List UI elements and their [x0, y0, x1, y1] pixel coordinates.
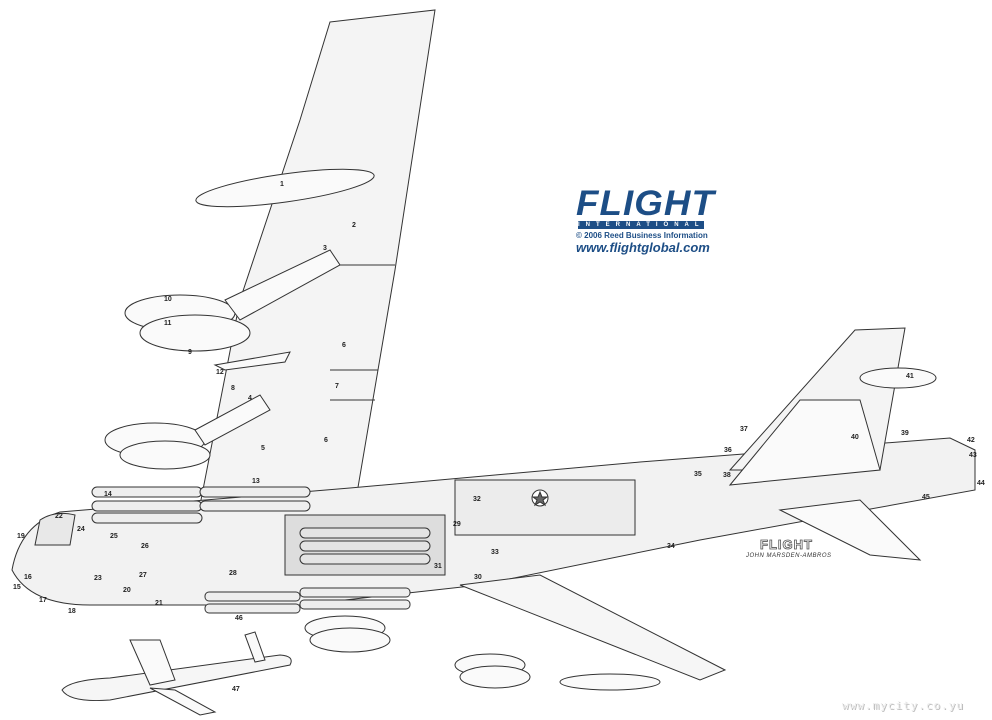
wing-missile-pylon-upper [91, 486, 311, 524]
callout: 27 [139, 572, 147, 579]
callout: 10 [164, 296, 172, 303]
callout: 26 [141, 543, 149, 550]
fin-tip-pod [859, 367, 937, 389]
callout: 18 [68, 608, 76, 615]
callout: 35 [694, 471, 702, 478]
right-wing [459, 574, 727, 681]
callout: 4 [248, 395, 252, 402]
external-fuel-tank [195, 168, 375, 208]
callout: 34 [667, 543, 675, 550]
callout: 9 [188, 349, 192, 356]
callout: 1 [280, 181, 284, 188]
callout: 38 [723, 472, 731, 479]
callout: 37 [740, 426, 748, 433]
logo-wordmark: FLIGHT [576, 184, 715, 223]
usaf-roundel [531, 489, 549, 507]
tailplane-upper [728, 399, 881, 486]
engine-pod-inner [104, 394, 271, 470]
fuselage-fuel-tank-section [454, 479, 636, 536]
callout: 8 [231, 385, 235, 392]
callout: 21 [155, 600, 163, 607]
callout: 25 [110, 533, 118, 540]
tailplane-lower [778, 499, 922, 561]
cruise-missile [61, 631, 292, 716]
callout: 44 [977, 480, 985, 487]
callout: 15 [13, 584, 21, 591]
copyright-text: © 2006 Reed Business Information [576, 231, 708, 240]
callout: 36 [724, 447, 732, 454]
cockpit-windows [34, 512, 76, 546]
callout: 6 [342, 342, 346, 349]
callout: 47 [232, 686, 240, 693]
callout: 41 [906, 373, 914, 380]
callout: 46 [235, 615, 243, 622]
callout: 43 [969, 452, 977, 459]
callout: 13 [252, 478, 260, 485]
callout: 16 [24, 574, 32, 581]
callout: 20 [123, 587, 131, 594]
rotary-launcher-missiles [299, 527, 431, 565]
callout: 7 [335, 383, 339, 390]
callout: 33 [491, 549, 499, 556]
flight-international-logo: FLIGHT INTERNATIONAL © 2006 Reed Busines… [576, 186, 714, 255]
callout: 22 [55, 513, 63, 520]
engine-pod-lower-2 [454, 653, 531, 689]
callout: 29 [453, 521, 461, 528]
callout: 14 [104, 491, 112, 498]
callout: 23 [94, 575, 102, 582]
lower-fuel-tank [559, 673, 661, 691]
callout: 24 [77, 526, 85, 533]
callout: 42 [967, 437, 975, 444]
callout: 11 [164, 320, 172, 327]
outrigger-fairing [213, 351, 291, 371]
signature-flight-mark: FLIGHT [760, 537, 813, 553]
callout: 12 [216, 369, 224, 376]
callout: 31 [434, 563, 442, 570]
callout: 2 [352, 222, 356, 229]
website-link[interactable]: www.flightglobal.com [576, 240, 710, 255]
logo-subtitle: INTERNATIONAL [578, 221, 705, 229]
callout: 5 [261, 445, 265, 452]
wing-missile-pylon-lower [204, 587, 411, 614]
callout: 45 [922, 494, 930, 501]
artist-signature: JOHN MARSDEN-AMBROS [746, 553, 832, 559]
callout: 28 [229, 570, 237, 577]
callout: 6 [324, 437, 328, 444]
callout: 3 [323, 245, 327, 252]
callout: 17 [39, 597, 47, 604]
callout: 40 [851, 434, 859, 441]
callout: 32 [473, 496, 481, 503]
callout: 19 [17, 533, 25, 540]
watermark: www.mycity.co.yu [842, 699, 964, 712]
callout: 30 [474, 574, 482, 581]
engine-pod-outer [124, 249, 341, 352]
engine-pod-lower-1 [304, 615, 391, 653]
callout: 39 [901, 430, 909, 437]
